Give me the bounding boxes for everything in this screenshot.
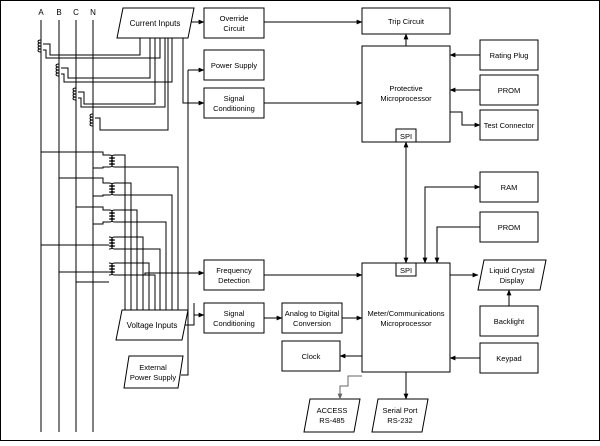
frequency-detection-block	[203, 259, 265, 291]
backlight-label: Backlight	[494, 317, 525, 326]
prom-bottom-label: PROM	[498, 223, 521, 232]
adc-label-1: Analog to Digital	[285, 309, 340, 318]
signal-arrows	[264, 19, 512, 400]
backlight-block	[479, 305, 539, 337]
signal-conditioning-bottom-label-1: Signal	[224, 309, 245, 318]
current-inputs-block	[116, 7, 195, 39]
override-circuit-label-2: Circuit	[223, 24, 245, 33]
phase-label-c: C	[73, 8, 79, 17]
access-label-2: RS-485	[319, 416, 344, 425]
protective-microprocessor-label-1: Protective	[389, 84, 422, 93]
voltage-transformers	[41, 151, 179, 310]
spi-top-label: SPI	[400, 132, 412, 141]
voltage-inputs-block	[115, 309, 189, 341]
voltage-inputs-label: Voltage Inputs	[127, 321, 178, 330]
frequency-detection-label-1: Frequency	[216, 266, 252, 275]
clock-label: Clock	[302, 352, 321, 361]
current-transformers	[37, 38, 173, 131]
test-connector-label: Test Connector	[484, 121, 535, 130]
protective-microprocessor-label-2: Microprocessor	[380, 94, 432, 103]
access-arrow	[337, 375, 362, 400]
phase-label-a: A	[38, 8, 44, 17]
adc-label-2: Conversion	[293, 319, 331, 328]
signal-conditioning-top-block	[203, 87, 265, 119]
override-circuit-block	[203, 7, 265, 39]
serial-label-1: Serial Port	[382, 406, 418, 415]
serial-label-2: RS-232	[387, 416, 412, 425]
signal-conditioning-bottom-block	[203, 302, 265, 334]
phase-label-b: B	[56, 8, 61, 17]
keypad-block	[479, 342, 539, 374]
signal-conditioning-bottom-label-2: Conditioning	[213, 319, 255, 328]
prom-top-label: PROM	[498, 86, 521, 95]
frequency-detection-label-2: Detection	[218, 276, 250, 285]
phase-conductors	[40, 20, 94, 432]
prom-top-block	[479, 74, 539, 106]
signal-conditioning-top-label-2: Conditioning	[213, 104, 255, 113]
external-power-label-1: External	[139, 363, 167, 372]
ram-block	[479, 171, 539, 203]
lcd-label-1: Liquid Crystal	[489, 266, 535, 275]
clock-block	[281, 340, 341, 372]
lcd-label-2: Display	[500, 276, 525, 285]
access-rs485-block	[303, 398, 361, 433]
trip-circuit-label: Trip Circuit	[388, 17, 425, 26]
serial-rs232-block	[371, 398, 429, 433]
external-power-label-2: Power Supply	[130, 373, 177, 382]
phase-label-n: N	[90, 8, 96, 17]
rating-plug-label: Rating Plug	[490, 51, 529, 60]
ram-label: RAM	[501, 183, 518, 192]
adc-block	[281, 302, 343, 334]
spi-bottom-label: SPI	[400, 266, 412, 275]
external-power-block	[123, 355, 184, 389]
input-bus-wires	[144, 19, 205, 376]
power-supply-label: Power Supply	[211, 61, 258, 70]
power-supply-block	[203, 49, 265, 81]
keypad-label: Keypad	[496, 354, 521, 363]
meter-microprocessor-label-2: Microprocessor	[380, 319, 432, 328]
override-circuit-label-1: Override	[220, 14, 249, 23]
current-inputs-label: Current Inputs	[130, 19, 181, 28]
meter-microprocessor-label-1: Meter/Communications	[367, 309, 444, 318]
rating-plug-block	[479, 39, 539, 71]
access-label-1: ACCESS	[317, 406, 348, 415]
signal-conditioning-top-label-1: Signal	[224, 94, 245, 103]
lcd-block	[477, 259, 547, 291]
